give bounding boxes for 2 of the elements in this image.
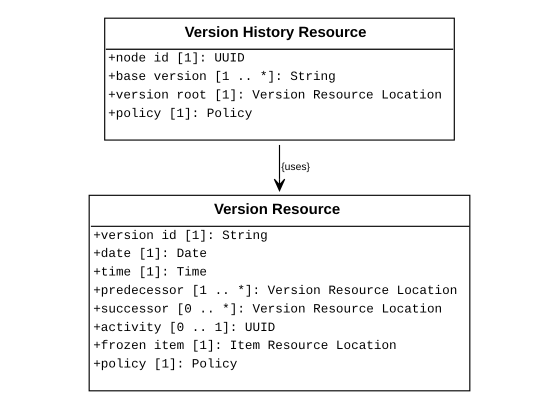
edge-label: {uses} [281,162,310,173]
arrow [274,144,286,191]
